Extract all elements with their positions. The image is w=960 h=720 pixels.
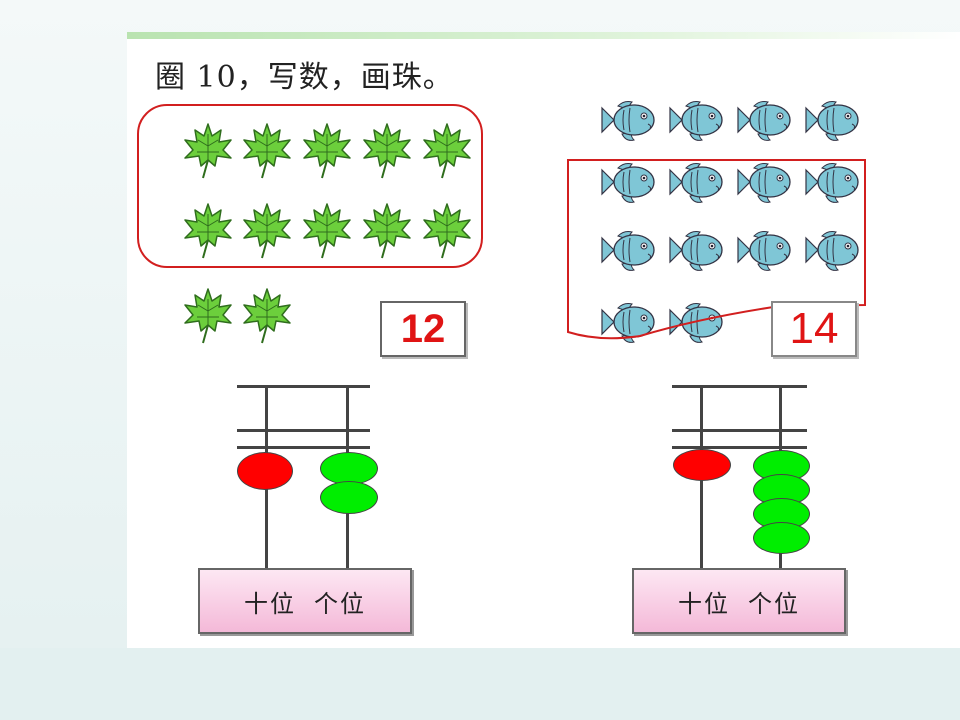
tens-label: 十位 — [244, 589, 296, 618]
ones-bead — [753, 522, 810, 554]
abacus-top-bar — [672, 385, 807, 388]
leaf-icon — [300, 200, 354, 264]
abacus-divider-bar — [672, 429, 807, 432]
abacus-label-right: 十位 个位 — [632, 568, 846, 634]
ones-label: 个位 — [748, 589, 800, 618]
fish-icon — [802, 98, 864, 148]
leaf-icon — [240, 200, 294, 264]
fish-icon — [666, 300, 728, 350]
ones-bead — [320, 481, 378, 514]
abacus-base-bar — [672, 446, 807, 449]
fish-icon — [598, 228, 660, 278]
footer-band — [0, 648, 960, 720]
ones-label: 个位 — [314, 589, 366, 618]
fish-icon — [734, 98, 796, 148]
exercise-title: 圈 10，写数，画珠。 — [155, 60, 454, 95]
leaf-icon — [420, 120, 474, 184]
leaf-icon — [360, 200, 414, 264]
fish-icon — [802, 228, 864, 278]
abacus-top-bar — [237, 385, 370, 388]
leaf-icon — [181, 285, 235, 349]
leaf-icon — [360, 120, 414, 184]
answer-box-left: 12 — [380, 301, 466, 357]
fish-icon — [598, 160, 660, 210]
leaf-icon — [240, 285, 294, 349]
leaf-group-circle — [137, 104, 483, 268]
tens-bead — [673, 449, 731, 481]
tens-label: 十位 — [678, 589, 730, 618]
leaf-icon — [181, 200, 235, 264]
fish-icon — [734, 228, 796, 278]
leaf-icon — [300, 120, 354, 184]
leaf-icon — [181, 120, 235, 184]
fish-icon — [802, 160, 864, 210]
fish-icon — [666, 228, 728, 278]
abacus-divider-bar — [237, 429, 370, 432]
leaf-icon — [240, 120, 294, 184]
leaf-icon — [420, 200, 474, 264]
fish-icon — [666, 98, 728, 148]
abacus-base-bar — [237, 446, 370, 449]
answer-box-right: 14 — [771, 301, 857, 357]
fish-icon — [734, 160, 796, 210]
abacus-label-left: 十位 个位 — [198, 568, 412, 634]
fish-icon — [666, 160, 728, 210]
answer-right: 14 — [789, 304, 839, 353]
fish-icon — [598, 98, 660, 148]
header-stripe — [127, 32, 960, 39]
tens-bead — [237, 452, 293, 490]
answer-left: 12 — [400, 306, 446, 351]
